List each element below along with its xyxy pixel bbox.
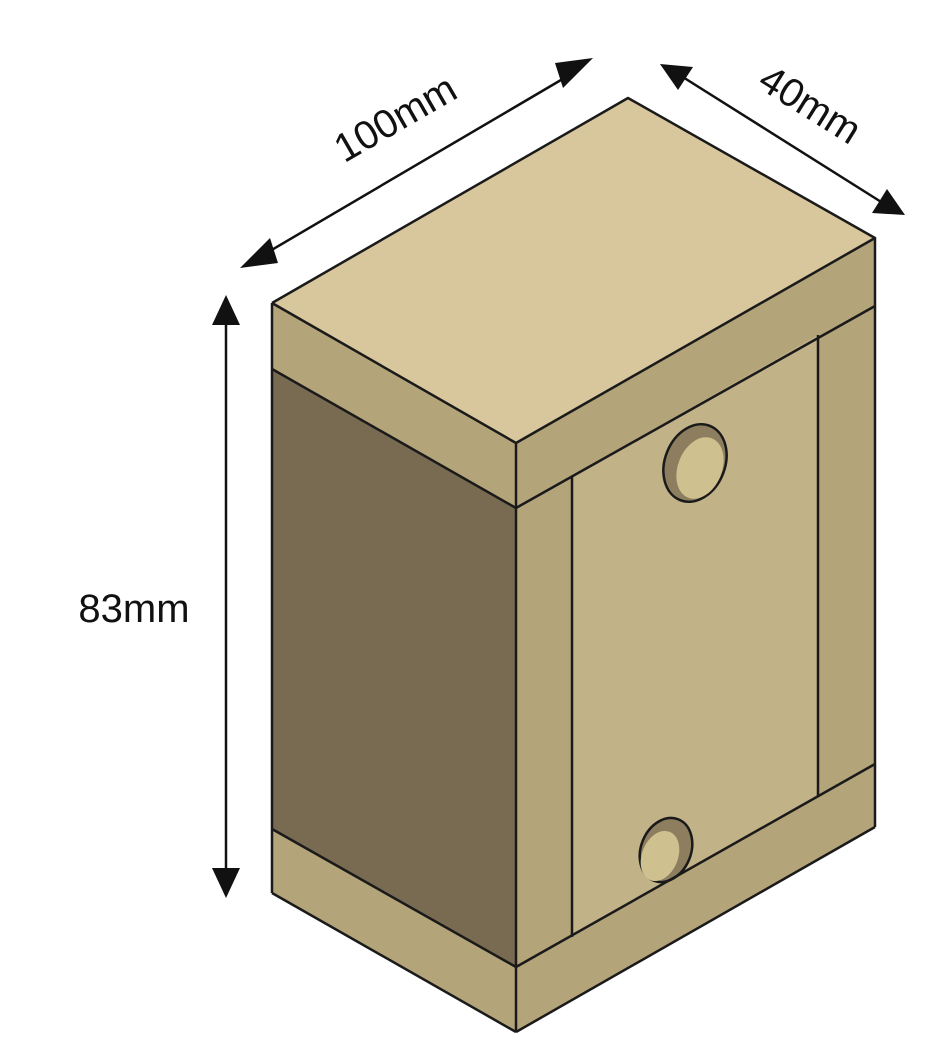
arrow-head-depth-left — [660, 64, 693, 90]
arrow-head-width-left — [240, 238, 278, 268]
dimension-depth-label: 40mm — [751, 57, 869, 153]
upper-mounting-hole — [662, 422, 728, 504]
box-top-face — [272, 98, 875, 443]
box-left-face — [272, 303, 516, 1032]
box-front-top-band — [516, 238, 875, 508]
box-body — [270, 96, 877, 1034]
lower-mounting-hole — [638, 816, 694, 884]
arrow-head-height-top — [212, 295, 240, 325]
arrow-head-depth-right — [872, 189, 905, 215]
box-left-top-band — [272, 303, 516, 508]
front-recessed-panel — [572, 335, 818, 937]
arrow-head-width-right — [555, 58, 593, 88]
dimension-height: 83mm — [78, 295, 240, 898]
box-edges — [270, 96, 877, 1034]
arrow-head-height-bottom — [212, 868, 240, 898]
dimension-height-label: 83mm — [78, 587, 189, 631]
box-left-bottom-band — [272, 829, 516, 1032]
dimension-width-label: 100mm — [327, 66, 465, 171]
